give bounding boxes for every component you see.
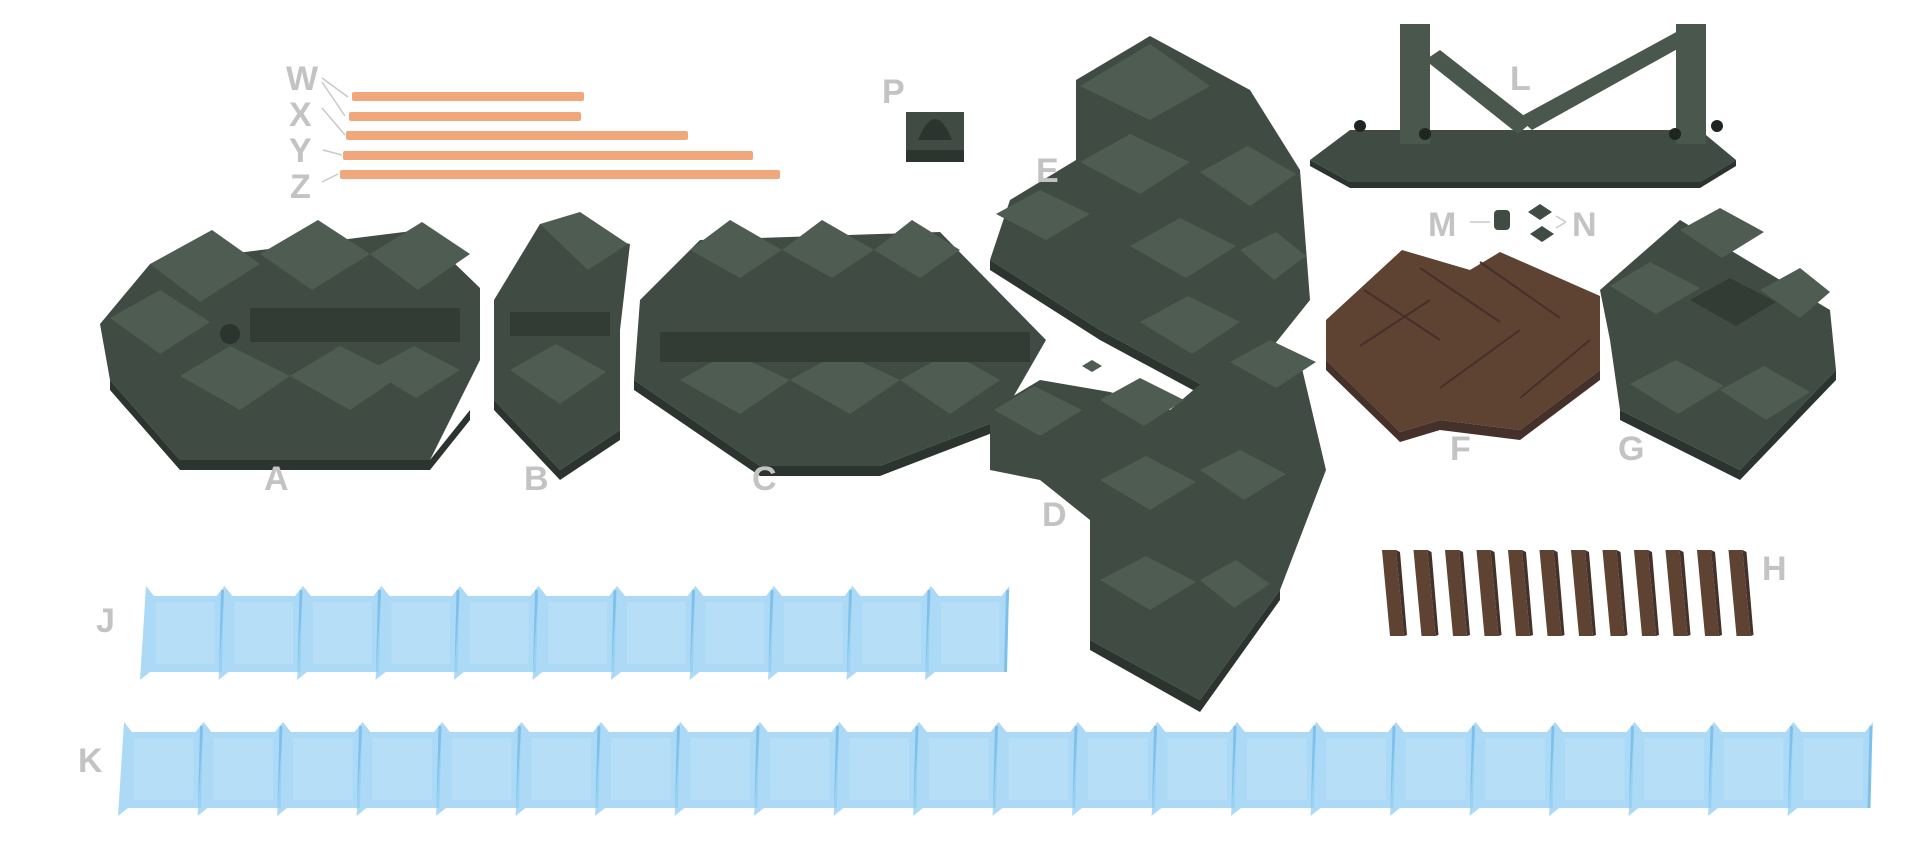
- label-g: G: [1618, 430, 1644, 468]
- h-bar: [1508, 550, 1530, 636]
- tray: [218, 586, 303, 680]
- rail-leader-lines: [321, 77, 349, 183]
- tray: [375, 586, 460, 680]
- h-bar-side: [1553, 550, 1565, 636]
- piece-l: L: [1310, 24, 1736, 188]
- tray: [1072, 722, 1158, 816]
- tray: [1787, 722, 1873, 816]
- piece-a: A: [100, 220, 480, 498]
- piece-k-trays: [118, 722, 1873, 816]
- h-bar: [1382, 550, 1404, 636]
- h-bar: [1445, 550, 1467, 636]
- label-l: L: [1510, 60, 1531, 98]
- h-bar-side: [1585, 550, 1596, 636]
- label-f: F: [1450, 430, 1471, 468]
- label-n: N: [1572, 206, 1597, 244]
- label-m: M: [1428, 206, 1456, 244]
- h-bar-side: [1742, 550, 1754, 636]
- tray: [515, 722, 601, 816]
- piece-j-trays: [140, 586, 1010, 680]
- tray: [297, 586, 382, 680]
- tray: [913, 722, 999, 816]
- h-bar: [1539, 550, 1562, 636]
- piece-b: B: [494, 212, 630, 498]
- tray: [532, 586, 617, 680]
- rail-w: [352, 92, 584, 101]
- tray: [436, 722, 522, 816]
- rail-zz: [340, 170, 780, 179]
- tray: [454, 586, 539, 680]
- tray: [1708, 722, 1794, 816]
- tray: [992, 722, 1078, 816]
- rail-y: [346, 131, 688, 140]
- h-bar-side: [1522, 550, 1533, 636]
- h-bar: [1476, 550, 1499, 636]
- h-bar: [1413, 550, 1436, 636]
- h-bar-side: [1711, 550, 1722, 636]
- tray: [1469, 722, 1555, 816]
- rail-x: [349, 112, 581, 121]
- tray: [1151, 722, 1237, 816]
- tray: [846, 586, 931, 680]
- h-bar-side: [1396, 550, 1407, 636]
- label-x: X: [289, 96, 312, 134]
- tray: [277, 722, 363, 816]
- tray: [689, 586, 774, 680]
- rail-z: [343, 151, 753, 160]
- piece-p: P: [882, 73, 964, 162]
- piece-d: D: [990, 340, 1326, 712]
- tray: [611, 586, 696, 680]
- piece-f: F: [1326, 250, 1600, 468]
- tray: [140, 586, 225, 680]
- h-bar: [1665, 550, 1688, 636]
- label-b: B: [524, 460, 549, 498]
- tray: [197, 722, 283, 816]
- h-bar: [1697, 550, 1719, 636]
- h-bar: [1571, 550, 1593, 636]
- tray: [595, 722, 681, 816]
- label-w: W: [286, 60, 319, 98]
- rails-group: W X Y Z: [286, 60, 780, 206]
- label-h: H: [1762, 550, 1787, 588]
- tray: [754, 722, 840, 816]
- pieces-m-n: M N: [1428, 204, 1597, 244]
- tray: [1628, 722, 1714, 816]
- h-bar: [1602, 550, 1625, 636]
- tray: [118, 722, 204, 816]
- label-a: A: [264, 460, 289, 498]
- tray: [1549, 722, 1635, 816]
- h-bar: [1728, 550, 1751, 636]
- tray: [1231, 722, 1317, 816]
- tray: [356, 722, 442, 816]
- label-d: D: [1042, 496, 1067, 534]
- h-bar-side: [1490, 550, 1502, 636]
- tray: [833, 722, 919, 816]
- piece-h-bars: [1382, 550, 1754, 636]
- tray: [1390, 722, 1476, 816]
- piece-e: E: [990, 36, 1310, 410]
- tray: [1310, 722, 1396, 816]
- tray: [674, 722, 760, 816]
- label-p: P: [882, 73, 905, 111]
- h-bar-side: [1616, 550, 1628, 636]
- label-j: J: [96, 602, 115, 640]
- tray: [768, 586, 853, 680]
- h-bar: [1634, 550, 1656, 636]
- h-bar-side: [1679, 550, 1691, 636]
- label-e: E: [1036, 152, 1059, 190]
- label-y: Y: [289, 132, 312, 170]
- label-k: K: [78, 742, 103, 780]
- label-z: Z: [290, 168, 311, 206]
- h-bar-side: [1427, 550, 1439, 636]
- h-bar-side: [1648, 550, 1659, 636]
- label-c: C: [752, 460, 777, 498]
- piece-g: G: [1600, 208, 1836, 480]
- tray: [925, 586, 1010, 680]
- h-bar-side: [1459, 550, 1470, 636]
- piece-c: C: [634, 220, 1046, 498]
